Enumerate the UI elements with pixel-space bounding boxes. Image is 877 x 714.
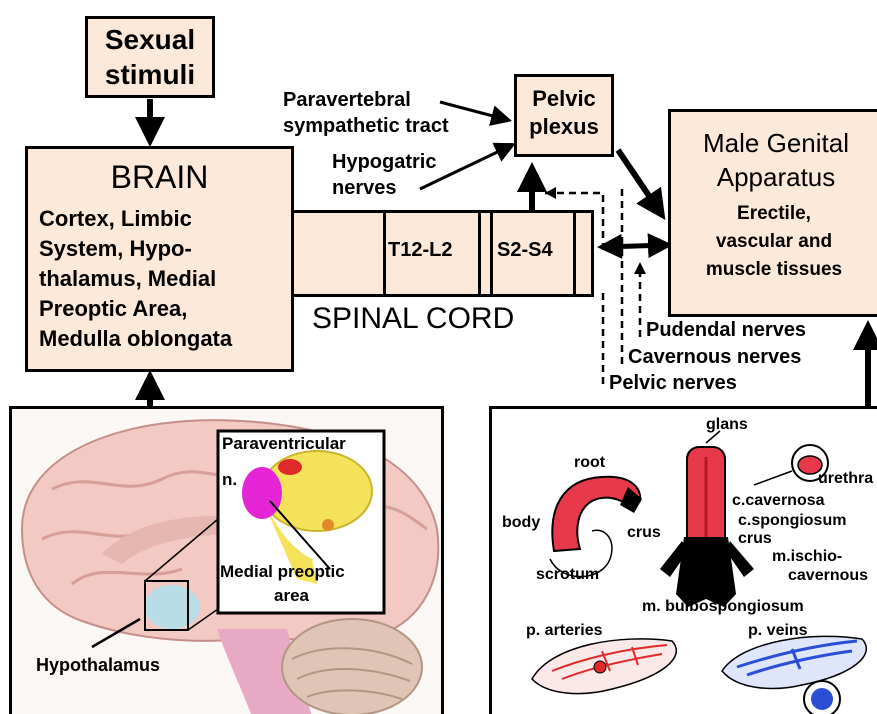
cavernous-nerves-label: Cavernous nerves <box>628 347 801 367</box>
paraventricular-label-2: n. <box>222 471 237 488</box>
spinal-divider-1 <box>383 210 386 297</box>
brain-title: BRAIN <box>28 161 291 195</box>
paraventricular-label-1: Paraventricular <box>222 435 346 452</box>
male-genital-box: Male Genital Apparatus Erectile, vascula… <box>668 109 877 317</box>
spinal-cord-label: SPINAL CORD <box>312 303 514 335</box>
genital-sub-2: vascular and <box>671 232 877 252</box>
spongiosum-label: c.spongiosum <box>738 513 846 529</box>
body-label: body <box>502 515 540 531</box>
inset-orange-dot <box>322 519 334 531</box>
genital-sub-1: Erectile, <box>671 204 877 224</box>
crus-left-label: crus <box>627 525 661 541</box>
stimuli-line2: stimuli <box>88 60 212 89</box>
genital-title-1: Male Genital <box>671 130 877 157</box>
plexus-line1: Pelvic <box>517 87 611 110</box>
genital-title-2: Apparatus <box>671 164 877 191</box>
brain-illustration-panel: Paraventricular n. Medial preoptic area … <box>9 406 444 714</box>
pelvic-plexus-box: Pelvic plexus <box>514 74 614 157</box>
brain-line-3: thalamus, Medial <box>39 267 216 290</box>
spinal-divider-3 <box>490 210 493 297</box>
inset-magenta-nucleus <box>242 467 282 519</box>
arteries-cross <box>594 661 606 673</box>
crus-right-label: crus <box>738 531 772 547</box>
hypothalamus-label: Hypothalamus <box>36 656 160 674</box>
plexus-line2: plexus <box>517 115 611 138</box>
spinal-divider-4 <box>573 210 576 297</box>
spinal-segment-s2-s4: S2-S4 <box>497 240 553 261</box>
cerebellum-shape <box>282 619 422 714</box>
medial-preoptic-label-1: Medial preoptic <box>220 563 345 580</box>
pelvic-nerves-label: Pelvic nerves <box>609 373 737 393</box>
plexus-to-genital-arrow <box>618 150 662 215</box>
urethra-label: urethra <box>818 471 873 487</box>
ischio-label-2: cavernous <box>788 568 868 584</box>
urethra-pointer <box>754 471 792 485</box>
stimuli-line1: Sexual <box>88 25 212 54</box>
hypogastric-label-2: nerves <box>332 178 397 198</box>
brain-line-4: Preoptic Area, <box>39 297 187 320</box>
hypothalamus-region <box>144 585 200 629</box>
brain-line-1: Cortex, Limbic <box>39 207 192 230</box>
arteries-label: p. arteries <box>526 623 602 639</box>
spinal-genital-double-arrow <box>602 245 668 247</box>
glans-label: glans <box>706 417 748 433</box>
veins-label: p. veins <box>748 623 808 639</box>
pelvic-nerves-arrowhead <box>545 187 556 199</box>
hypogastric-label-1: Hypogatric <box>332 152 436 172</box>
spinal-divider-2 <box>478 210 481 297</box>
pudendal-nerves-arrowhead <box>634 262 646 274</box>
brain-line-2: System, Hypo- <box>39 237 192 260</box>
anatomy-illustration-panel: glans root body crus scrotum urethra c.c… <box>489 406 877 714</box>
spinal-segment-t12-l2: T12-L2 <box>388 240 452 261</box>
cavernosa-label: c.cavernosa <box>732 493 825 509</box>
medial-preoptic-label-2: area <box>274 587 309 604</box>
brain-box: BRAIN Cortex, Limbic System, Hypo- thala… <box>25 146 294 372</box>
root-label: root <box>574 455 605 471</box>
paravertebral-label-1: Paravertebral <box>283 90 411 110</box>
veins-cross-inner <box>811 688 833 710</box>
inset-red-nucleus <box>278 459 302 475</box>
scrotum-label: scrotum <box>536 567 599 583</box>
brain-line-5: Medulla oblongata <box>39 327 232 350</box>
pudendal-nerves-label: Pudendal nerves <box>646 320 806 340</box>
ischio-label-1: m.ischio- <box>772 549 842 565</box>
genital-sub-3: muscle tissues <box>671 260 877 280</box>
paravertebral-label-2: sympathetic tract <box>283 116 449 136</box>
sexual-stimuli-box: Sexual stimuli <box>85 16 215 98</box>
bulbospongiosum-label: m. bulbospongiosum <box>642 599 804 615</box>
paravertebral-arrow <box>440 102 508 120</box>
